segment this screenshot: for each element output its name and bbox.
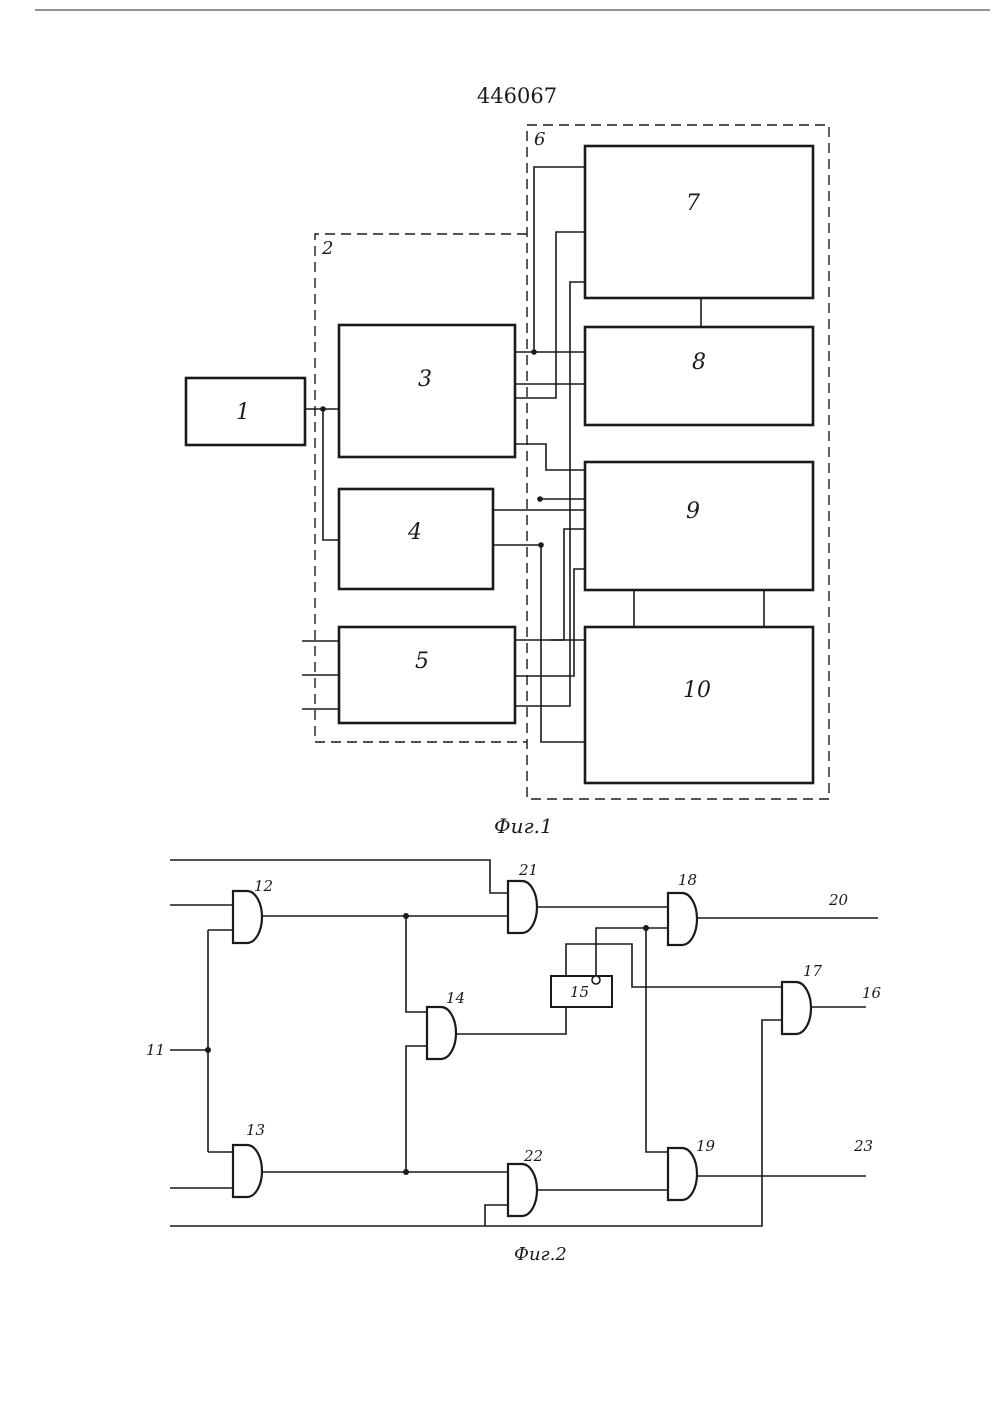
group-2-label: 2 (321, 238, 333, 259)
gate-19-label: 19 (696, 1137, 716, 1155)
block-8 (585, 327, 813, 425)
block-3-label: 3 (418, 367, 432, 392)
terminal-11-label: 11 (146, 1041, 165, 1059)
block-9-label: 9 (686, 499, 700, 524)
gate-13-label: 13 (246, 1121, 265, 1139)
gate-12-label: 12 (254, 877, 273, 895)
junction-11 (205, 1047, 211, 1053)
junction-18 (643, 925, 649, 931)
junction-2 (531, 349, 537, 355)
gate-12 (233, 891, 262, 943)
gate-14 (427, 1007, 456, 1059)
patent-number: 446067 (477, 84, 557, 108)
block-10 (585, 627, 813, 783)
figure-2-caption: Фиг.2 (514, 1244, 567, 1265)
block-7 (585, 146, 813, 298)
gate-21 (508, 881, 537, 933)
terminal-20-label: 20 (828, 891, 849, 909)
junction-12 (403, 913, 409, 919)
gate-22-label: 22 (523, 1147, 543, 1165)
gate-14-label: 14 (446, 989, 465, 1007)
gate-19 (668, 1148, 697, 1200)
terminal-16-label: 16 (862, 984, 882, 1002)
block-1-label: 1 (236, 400, 250, 425)
trigger-15-label: 15 (570, 983, 589, 1001)
block-8-label: 8 (692, 350, 706, 375)
junction-13 (403, 1169, 409, 1175)
gate-17 (782, 982, 811, 1034)
junction-4 (538, 542, 544, 548)
gate-18 (668, 893, 697, 945)
block-4-label: 4 (407, 520, 422, 545)
gate-21-label: 21 (518, 861, 538, 879)
gate-22 (508, 1164, 537, 1216)
block-10-label: 10 (683, 678, 711, 703)
block-5 (339, 627, 515, 723)
trigger-15-inverse-output (592, 976, 600, 984)
group-6-label: 6 (534, 129, 545, 150)
figure-1-caption: Фиг.1 (494, 814, 553, 838)
gate-18-label: 18 (678, 871, 697, 889)
block-5-label: 5 (415, 649, 429, 674)
block-7-label: 7 (686, 191, 700, 216)
junction-1 (320, 406, 326, 412)
junction-3 (537, 496, 543, 502)
gate-13 (233, 1145, 262, 1197)
gate-17-label: 17 (803, 962, 823, 980)
terminal-23-label: 23 (853, 1137, 873, 1155)
block-9 (585, 462, 813, 590)
